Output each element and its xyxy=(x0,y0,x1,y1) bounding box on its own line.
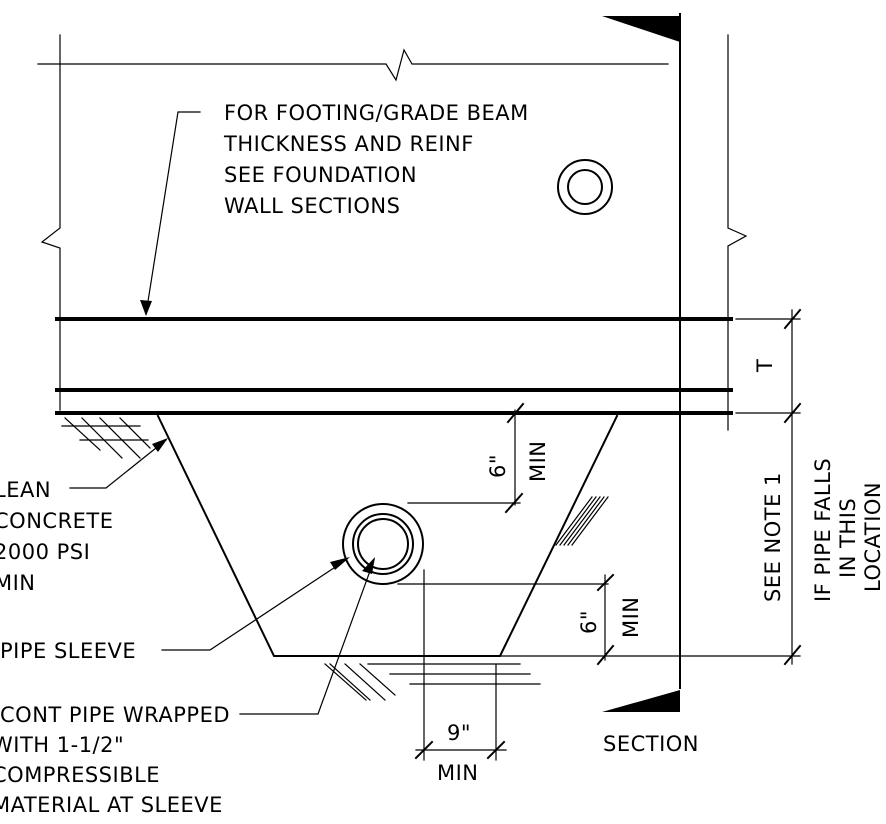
section-cut: SECTION xyxy=(602,13,699,756)
dim-width: 9" MIN xyxy=(414,569,507,785)
see-note-label: SEE NOTE 1 xyxy=(761,472,785,602)
cont-pipe-line-4: MATERIAL AT SLEEVE xyxy=(0,793,223,817)
footing-note-line-4: WALL SECTIONS xyxy=(224,194,400,218)
lean-line-2: CONCRETE xyxy=(0,509,114,533)
pipe-location-line-1: IF PIPE FALLS xyxy=(811,458,835,602)
pipe-location-line-3: LOCATION xyxy=(861,482,885,592)
dim-pipe-range: SEE NOTE 1 IF PIPE FALLS IN THIS LOCATIO… xyxy=(499,458,885,657)
cont-pipe-line-1: CONT PIPE WRAPPED xyxy=(0,703,230,727)
cont-pipe-note: CONT PIPE WRAPPED WITH 1-1/2" COMPRESSIB… xyxy=(0,703,230,817)
dim-top-6: 6" xyxy=(486,454,510,478)
trench xyxy=(61,414,619,701)
dim-bottom-6: 6" xyxy=(577,610,601,634)
leaders xyxy=(69,111,375,715)
soil-hatch-left xyxy=(61,417,151,459)
dim-top-clearance: 6" MIN xyxy=(407,402,550,514)
lean-line-4: MIN xyxy=(0,571,36,595)
cont-pipe-line-3: COMPRESSIBLE xyxy=(0,763,160,787)
beam-lines xyxy=(55,317,733,415)
soil-hatch-bottom xyxy=(324,663,541,701)
dim-top-min: MIN xyxy=(526,440,550,482)
lower-pipe-sleeve xyxy=(342,503,424,585)
section-arrow-top xyxy=(602,16,680,42)
dim-9-min: MIN xyxy=(437,761,479,785)
footing-note-line-2: THICKNESS AND REINF xyxy=(223,132,474,156)
dim-t-label: T xyxy=(753,359,777,373)
pipe-location-line-2: IN THIS xyxy=(836,498,860,578)
footing-note-line-3: SEE FOUNDATION xyxy=(224,163,417,187)
dim-thickness: T xyxy=(735,308,802,666)
lean-line-3: 2000 PSI xyxy=(0,540,90,564)
pipe-sleeve-label: PIPE SLEEVE xyxy=(0,639,136,663)
section-arrow-bottom xyxy=(602,690,680,712)
dim-bottom-min: MIN xyxy=(619,596,643,638)
cont-pipe-line-2: WITH 1-1/2" xyxy=(0,733,124,757)
upper-pipe xyxy=(557,159,613,215)
break-lines xyxy=(37,34,748,431)
footing-note-line-1: FOR FOOTING/GRADE BEAM xyxy=(224,101,529,125)
section-label: SECTION xyxy=(603,732,699,756)
lean-line-1: LEAN xyxy=(0,478,51,502)
footing-note: FOR FOOTING/GRADE BEAM THICKNESS AND REI… xyxy=(223,101,529,218)
dim-9: 9" xyxy=(447,721,471,745)
dim-bottom-clearance: 6" MIN xyxy=(397,573,643,666)
soil-hatch-right xyxy=(555,496,609,546)
lean-concrete-note: LEAN CONCRETE 2000 PSI MIN xyxy=(0,478,114,595)
